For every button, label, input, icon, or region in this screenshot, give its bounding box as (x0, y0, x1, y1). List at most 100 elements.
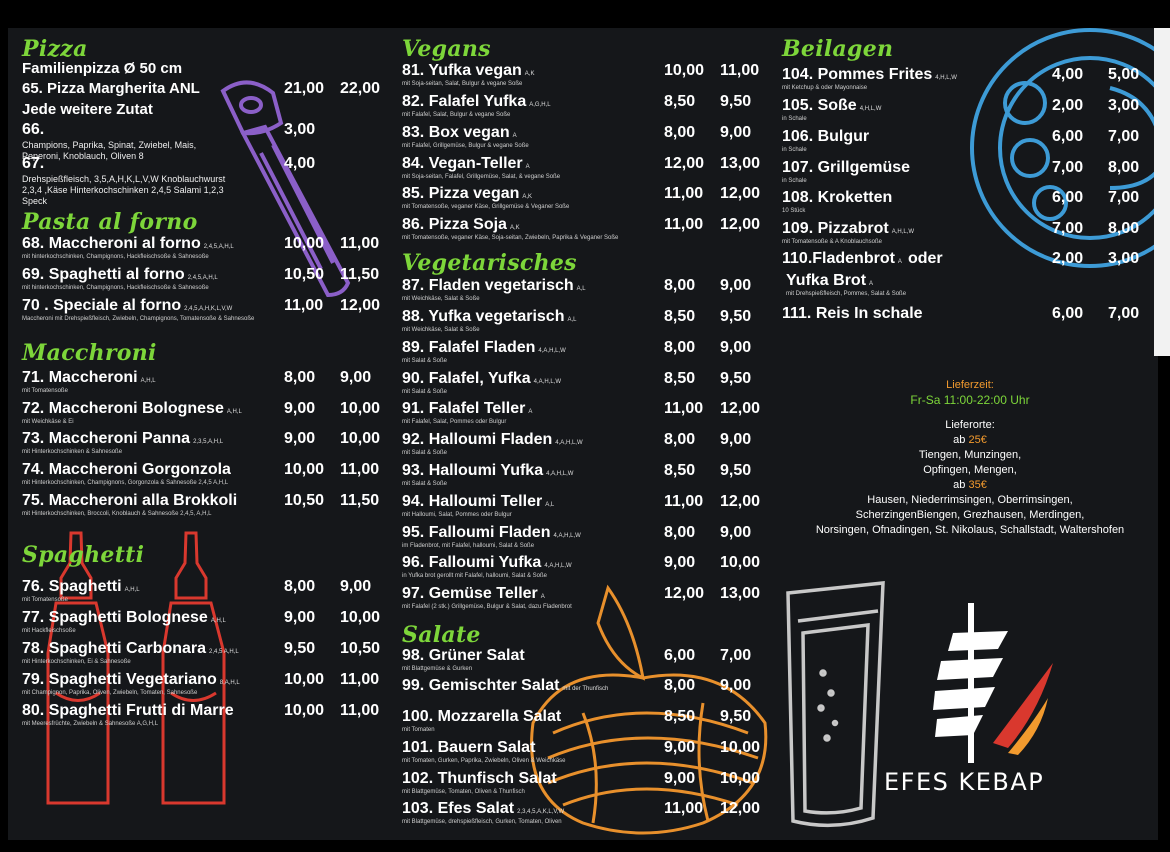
menu-item-description: mit Hackfleischsoße (22, 628, 76, 634)
allergen-codes: 2,3,5,A,H,L (193, 439, 224, 445)
price-large: 11,00 (340, 235, 380, 252)
allergen-codes: A,K (522, 194, 533, 200)
menu-item-description: im Fladenbrot, mit Falafel, halloumi, Sa… (402, 543, 535, 549)
menu-item-description: mit Tomatensoße & A Knoblauchsoße (782, 239, 882, 245)
allergen-codes: A,H,L (124, 587, 140, 593)
delivery-places-label: Lieferorte: (945, 419, 995, 431)
price-large: 9,00 (340, 578, 372, 595)
menu-item-title: 107. Grillgemüse (782, 159, 911, 176)
allergen-codes: A,H,L,W (891, 229, 915, 235)
menu-item-title: 96. Falloumi Yufka (402, 554, 542, 571)
menu-item-description: mit Ketchup & oder Mayonnaise (782, 85, 868, 91)
menu-item-title: 91. Falafel Teller (402, 400, 526, 417)
menu-item-title: 66. (22, 121, 45, 138)
menu-item-title: 103. Efes Salat (402, 800, 515, 817)
menu-item-title: 69. Spaghetti al forno (22, 266, 185, 283)
menu-item-description: mit Weichkäse, Salat & Soße (402, 327, 480, 333)
allergen-codes: 2,4,5,A,H,K,L,V,W (184, 306, 233, 312)
menu-item-title: 111. Reis In schale (782, 305, 923, 322)
price-large: 9,00 (340, 369, 372, 386)
delivery-min-order-1: ab 25€ (953, 434, 987, 446)
price-small: 21,00 (284, 80, 325, 97)
price-large: 9,00 (720, 339, 752, 356)
menu-item-title: 76. Spaghetti (22, 578, 122, 595)
menu-item-description: mit Tomatensoße (22, 597, 68, 603)
allergen-codes: 4,A,H,L,W (553, 533, 581, 539)
category-heading: Vegans (402, 36, 491, 62)
menu-item-title: 87. Fladen vegetarisch (402, 277, 574, 294)
price-small: 8,50 (664, 708, 696, 725)
price-large: 9,00 (720, 124, 752, 141)
menu-item-description: mit Hinterkochschinken, Champignons, Gor… (22, 480, 229, 486)
delivery-info: Lieferzeit: Fr-Sa 11:00-22:00 Uhr Liefer… (786, 378, 1154, 538)
price-small: 6,00 (664, 647, 696, 664)
price-large: 8,00 (1108, 159, 1140, 176)
menu-item-title: 90. Falafel, Yufka (402, 370, 531, 387)
price-large: 11,50 (340, 492, 380, 509)
menu-item-title: 85. Pizza vegan (402, 185, 520, 202)
price-large: 9,00 (720, 677, 752, 694)
price-small: 10,50 (284, 266, 325, 283)
menu-item-description: mit Tomatensoße, veganer Käse, Grillgemü… (402, 204, 570, 210)
menu-item-title: 100. Mozzarella Salat (402, 708, 562, 725)
menu-item-description: in Yufka brot gerollt mit Falafel, hallo… (402, 573, 547, 579)
price-small: 12,00 (664, 585, 705, 602)
price-small: 8,00 (664, 124, 696, 141)
menu-item-name: 101. Bauern Salat (402, 739, 566, 757)
price-small: 9,00 (664, 739, 696, 756)
price-large: 9,50 (720, 462, 752, 479)
menu-item-title: 77. Spaghetti Bolognese (22, 609, 208, 626)
price-large: 22,00 (340, 80, 381, 97)
price-small: 11,00 (664, 800, 704, 817)
menu-item-title: 109. Pizzabrot (782, 220, 889, 237)
price-large: 8,00 (1108, 220, 1140, 237)
price-small: 8,00 (284, 369, 316, 386)
allergen-codes: A (525, 164, 530, 170)
menu-item-description: mit Tomaten, Gurken, Paprika, Zwiebeln, … (402, 758, 566, 764)
menu-item-title: 86. Pizza Soja (402, 216, 507, 233)
menu-item-description: mit Blattgemüse & Gurken (402, 666, 473, 672)
menu-item-title: 82. Falafel Yufka (402, 93, 527, 110)
price-small: 4,00 (1052, 66, 1084, 83)
menu-item-title: 83. Box vegan (402, 124, 510, 141)
menu-item-title: 102. Thunfisch Salat (402, 770, 557, 787)
menu-item-description: Maccheroni mit Drehspießfleisch, Zwiebel… (22, 316, 255, 322)
menu-item-title: 92. Halloumi Fladen (402, 431, 553, 448)
price-large: 10,00 (340, 609, 381, 626)
price-small: 10,50 (284, 492, 325, 509)
price-large: 11,00 (340, 461, 380, 478)
price-large: 12,00 (720, 400, 761, 417)
menu-item: 65. Pizza Margherita ANL (22, 80, 200, 97)
price-large: 3,00 (1108, 97, 1140, 114)
price-small: 8,00 (664, 339, 696, 356)
price-large: 10,50 (340, 640, 381, 657)
category-heading: Salate (402, 622, 481, 648)
menu-item-description: mit Salat & Soße (402, 389, 448, 395)
price-small: 8,00 (664, 431, 696, 448)
price-large: 9,00 (720, 277, 752, 294)
